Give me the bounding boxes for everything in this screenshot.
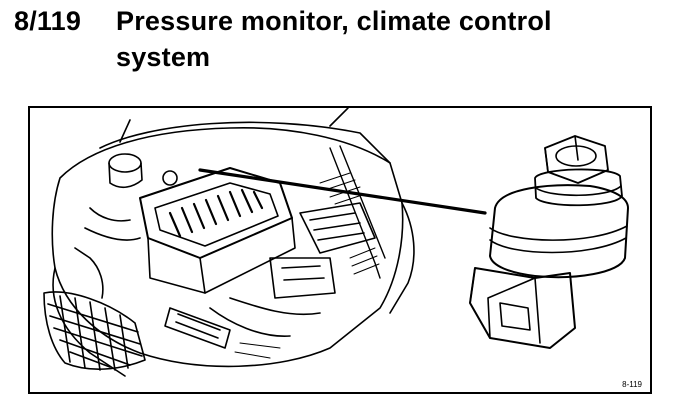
engine-cover — [139, 167, 296, 294]
figure-illustration — [43, 108, 629, 377]
figure-frame: 8-119 — [28, 106, 652, 394]
grille — [43, 291, 146, 371]
leader-line — [198, 168, 487, 215]
pressure-sensor-illustration — [469, 135, 629, 349]
section-title: Pressure monitor, climate control system — [116, 6, 552, 72]
engine-components — [74, 145, 386, 349]
engine-shading — [234, 172, 380, 359]
section-number: 8/119 — [14, 6, 82, 36]
figure-reference: 8-119 — [622, 380, 642, 389]
engine-bay-illustration — [43, 108, 415, 377]
